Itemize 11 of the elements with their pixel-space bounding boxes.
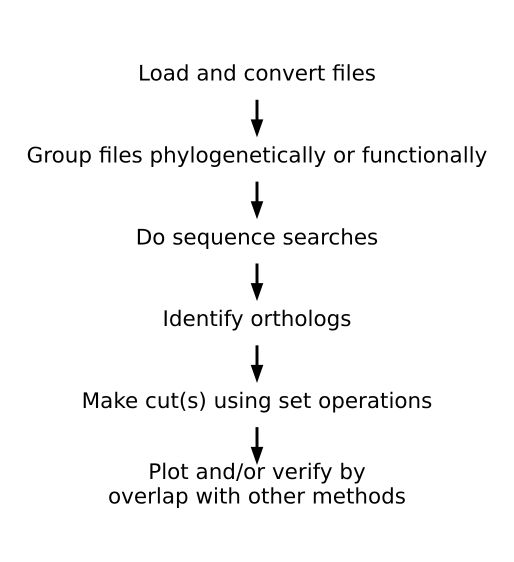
node-text: Load and convert files — [138, 61, 376, 86]
node-text: Make cut(s) using set operations — [82, 388, 432, 414]
arrow — [250, 181, 264, 219]
node-text: Plot and/or verify by overlap with other methods — [108, 460, 406, 509]
arrow — [250, 344, 264, 382]
arrow — [250, 426, 264, 464]
arrow — [250, 262, 264, 301]
node-text: Identify orthologs — [162, 306, 352, 332]
arrow — [250, 99, 264, 137]
node-text: Group files phylogenetically or functionally — [26, 142, 488, 168]
node-text: Do sequence searches — [136, 224, 378, 250]
